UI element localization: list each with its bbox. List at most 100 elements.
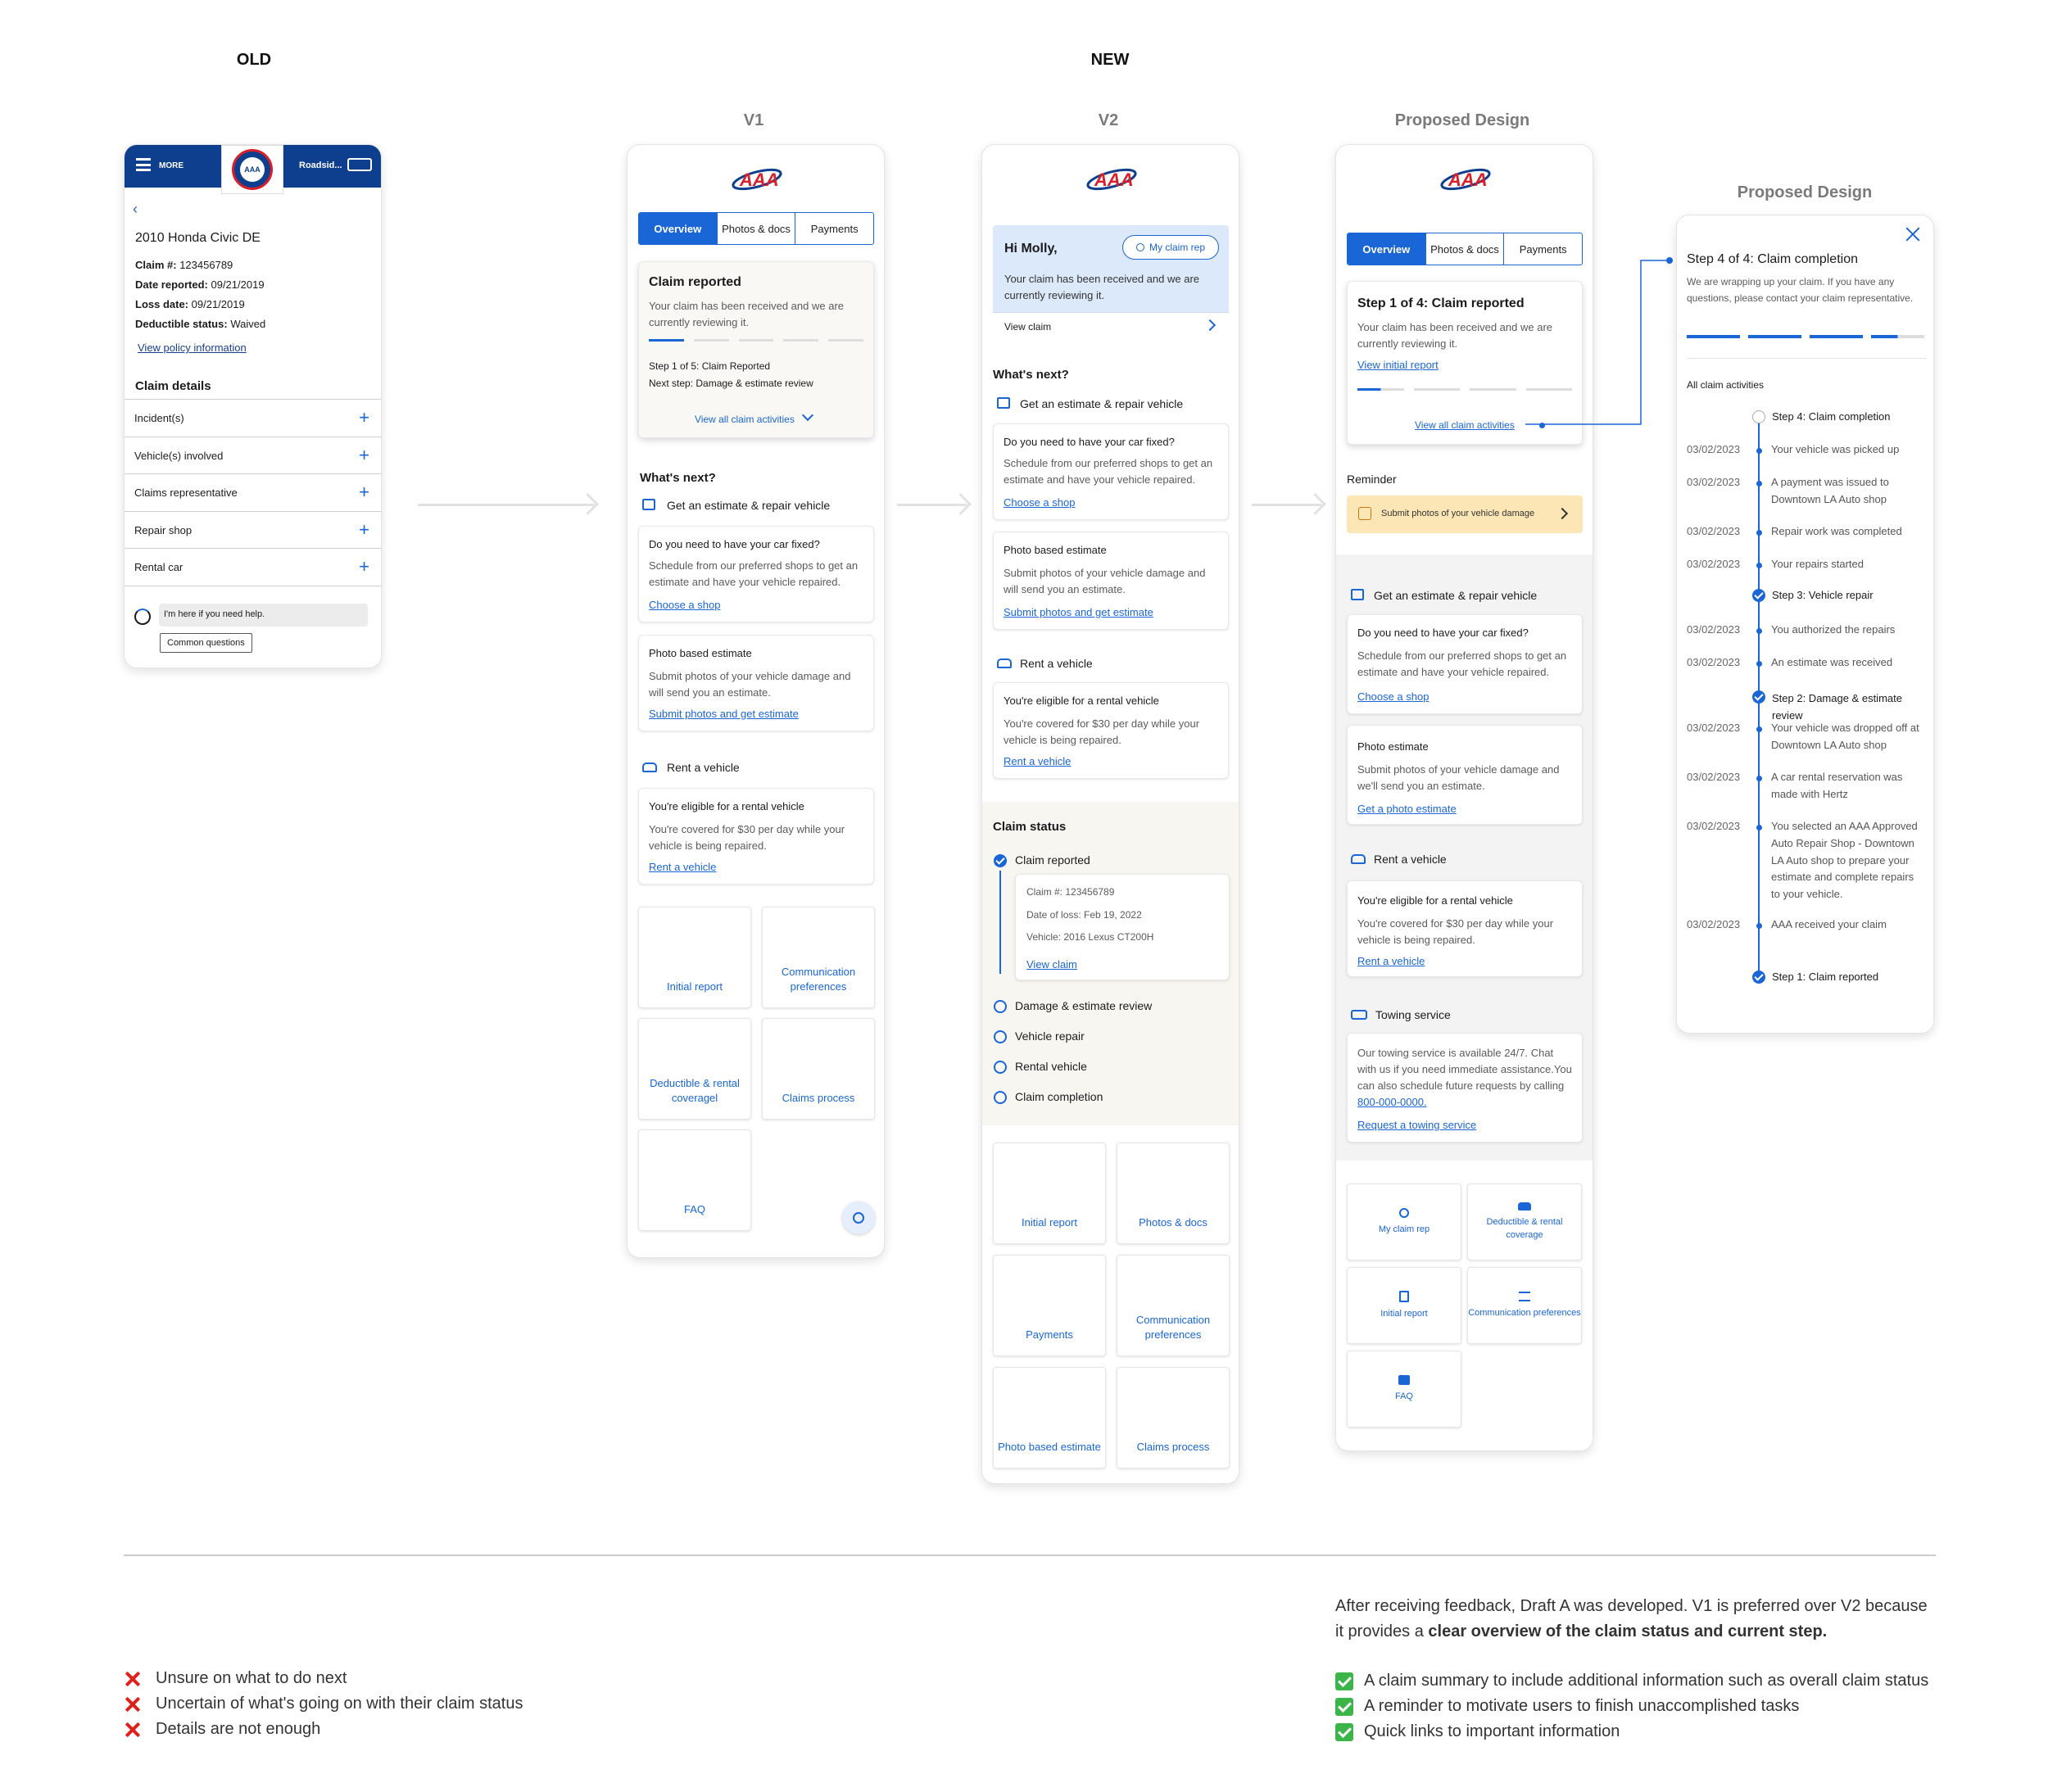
- car-icon: [997, 658, 1012, 668]
- event-date: 03/02/2023: [1687, 558, 1741, 570]
- submit-photos-link[interactable]: Submit photos and get estimate: [1004, 606, 1153, 618]
- aaa-logo: AAA: [221, 145, 283, 194]
- submit-photos-link[interactable]: Submit photos and get estimate: [649, 708, 799, 720]
- event-date: 03/02/2023: [1687, 623, 1741, 636]
- roadside-label[interactable]: Roadsid...: [299, 161, 342, 170]
- rent-link[interactable]: Rent a vehicle: [1004, 755, 1072, 767]
- reminder-text: Submit photos of your vehicle damage: [1381, 509, 1535, 518]
- choose-shop-link[interactable]: Choose a shop: [649, 599, 721, 611]
- status-line: [999, 871, 1001, 974]
- tile-communication[interactable]: Communication preferences: [762, 907, 875, 1008]
- photo-estimate-link[interactable]: Get a photo estimate: [1357, 803, 1457, 815]
- aaa-logo: AAA: [1440, 168, 1491, 191]
- tile-photo-estimate[interactable]: Photo based estimate: [993, 1367, 1106, 1468]
- close-icon[interactable]: [1904, 225, 1922, 243]
- event-text: A car rental reservation was made with H…: [1771, 771, 1903, 800]
- step-title: Step 1 of 4: Claim reported: [1357, 296, 1525, 310]
- claim-detail-row[interactable]: Incident(s)+: [125, 399, 381, 437]
- photo-text: Submit photos of your vehicle damage and…: [1004, 567, 1206, 595]
- tab-payments[interactable]: Payments: [795, 213, 873, 244]
- back-chevron-icon[interactable]: ‹: [133, 201, 138, 217]
- aaa-logo: AAA: [732, 168, 782, 191]
- step-progress: [1357, 388, 1572, 391]
- step1-label: Step 1: Claim reported: [1772, 971, 1879, 983]
- rent-text: You're covered for $30 per day while you…: [1004, 717, 1200, 746]
- tile-faq[interactable]: FAQ: [1347, 1351, 1461, 1428]
- timeline-step3: [1752, 589, 1765, 602]
- tile-photos-docs[interactable]: Photos & docs: [1117, 1143, 1230, 1244]
- fix-question: Do you need to have your car fixed?: [1357, 627, 1529, 639]
- hamburger-icon[interactable]: [136, 158, 151, 171]
- tab-payments[interactable]: Payments: [1503, 233, 1582, 265]
- rent-link[interactable]: Rent a vehicle: [649, 861, 717, 873]
- claim-details-title: Claim details: [135, 379, 211, 393]
- common-questions-button[interactable]: Common questions: [160, 633, 252, 653]
- row-label: Incident(s): [134, 412, 184, 424]
- whats-next-title: What's next?: [640, 471, 716, 485]
- initial-report-link[interactable]: View initial report: [1357, 359, 1439, 371]
- rent-card: You're eligible for a rental vehicle You…: [1347, 880, 1583, 977]
- summary-line2: it provides a clear overview of the clai…: [1335, 1622, 1828, 1640]
- rent-card: You're eligible for a rental vehicle You…: [993, 682, 1229, 779]
- svg-text:AAA: AAA: [1094, 170, 1134, 190]
- claim-rep-button[interactable]: My claim rep: [1122, 235, 1219, 260]
- loss-date: Date of loss: Feb 19, 2022: [1026, 909, 1142, 921]
- tile-initial-report[interactable]: Initial report: [993, 1143, 1106, 1244]
- tile-deductible[interactable]: Deductible & rental coveragel: [638, 1018, 751, 1120]
- photo-title: Photo based estimate: [1004, 544, 1107, 556]
- tab-photos-docs[interactable]: Photos & docs: [1425, 233, 1504, 265]
- tab-photos-docs[interactable]: Photos & docs: [716, 213, 795, 244]
- reminder-banner[interactable]: Submit photos of your vehicle damage: [1347, 496, 1583, 533]
- view-claim-link[interactable]: View claim: [1026, 958, 1077, 971]
- step-text: Step 1 of 5: Claim Reported: [649, 360, 771, 372]
- tow-phone-link[interactable]: 800-000-0000.: [1357, 1096, 1427, 1109]
- choose-shop-link[interactable]: Choose a shop: [1357, 690, 1430, 703]
- tile-claim-rep[interactable]: My claim rep: [1347, 1183, 1461, 1260]
- tile-initial-report[interactable]: Initial report: [1347, 1267, 1461, 1344]
- proposed-phone: AAA Overview Photos & docs Payments Step…: [1335, 144, 1593, 1451]
- event-text: Repair work was completed: [1771, 525, 1902, 537]
- event-date: 03/02/2023: [1687, 722, 1741, 734]
- tile-claims-process[interactable]: Claims process: [762, 1018, 875, 1120]
- tile-initial-report[interactable]: Initial report: [638, 907, 751, 1008]
- sliders-icon: [1519, 1291, 1530, 1301]
- rent-link[interactable]: Rent a vehicle: [1357, 955, 1425, 967]
- tile-payments[interactable]: Payments: [993, 1255, 1106, 1356]
- request-tow-link[interactable]: Request a towing service: [1357, 1119, 1477, 1131]
- claim-detail-row[interactable]: Rental car+: [125, 548, 381, 586]
- claim-detail-row[interactable]: Claims representative+: [125, 473, 381, 511]
- tile-deductible[interactable]: Deductible & rental coverage: [1467, 1183, 1582, 1260]
- reminder-title: Reminder: [1347, 473, 1397, 486]
- menu-label[interactable]: MORE: [159, 161, 184, 170]
- view-claim-row[interactable]: View claim: [993, 312, 1229, 340]
- view-activities-link[interactable]: View all claim activities: [1415, 419, 1515, 431]
- claim-number: Claim #: 123456789: [1026, 886, 1115, 898]
- detail-title: Step 4 of 4: Claim completion: [1687, 252, 1858, 266]
- v1-phone: AAA Overview Photos & docs Payments Clai…: [627, 144, 885, 1258]
- tow-truck-icon[interactable]: [347, 158, 372, 171]
- chat-avatar-icon[interactable]: [134, 609, 151, 625]
- chat-fab[interactable]: [842, 1201, 875, 1234]
- chevron-right-icon: [1556, 507, 1569, 520]
- tab-overview[interactable]: Overview: [639, 213, 717, 244]
- tow-text: Our towing service is available 24/7. Ch…: [1357, 1047, 1572, 1109]
- view-policy-link[interactable]: View policy information: [138, 342, 247, 354]
- tile-claims-process[interactable]: Claims process: [1117, 1367, 1230, 1468]
- timeline-dot: [1756, 481, 1762, 486]
- tile-communication[interactable]: Communication preferences: [1467, 1267, 1582, 1344]
- claim-detail-row[interactable]: Vehicle(s) involved+: [125, 436, 381, 474]
- tile-faq[interactable]: FAQ: [638, 1129, 751, 1231]
- title-v1: V1: [743, 111, 764, 129]
- fix-question: Do you need to have your car fixed?: [1004, 436, 1175, 448]
- timeline-dot: [1756, 776, 1762, 781]
- v2-phone: AAA Hi Molly, My claim rep Your claim ha…: [981, 144, 1239, 1484]
- choose-shop-link[interactable]: Choose a shop: [1004, 496, 1076, 509]
- fix-text: Schedule from our preferred shops to get…: [1357, 649, 1567, 678]
- fix-card: Do you need to have your car fixed? Sche…: [993, 423, 1229, 520]
- estimate-title: Get an estimate & repair vehicle: [1374, 589, 1538, 602]
- claim-detail-row[interactable]: Repair shop+: [125, 510, 381, 549]
- tab-overview[interactable]: Overview: [1348, 233, 1425, 265]
- tow-title: Towing service: [1375, 1008, 1451, 1021]
- view-activities-link[interactable]: View all claim activities: [695, 409, 814, 425]
- tile-communication[interactable]: Communication preferences: [1117, 1255, 1230, 1356]
